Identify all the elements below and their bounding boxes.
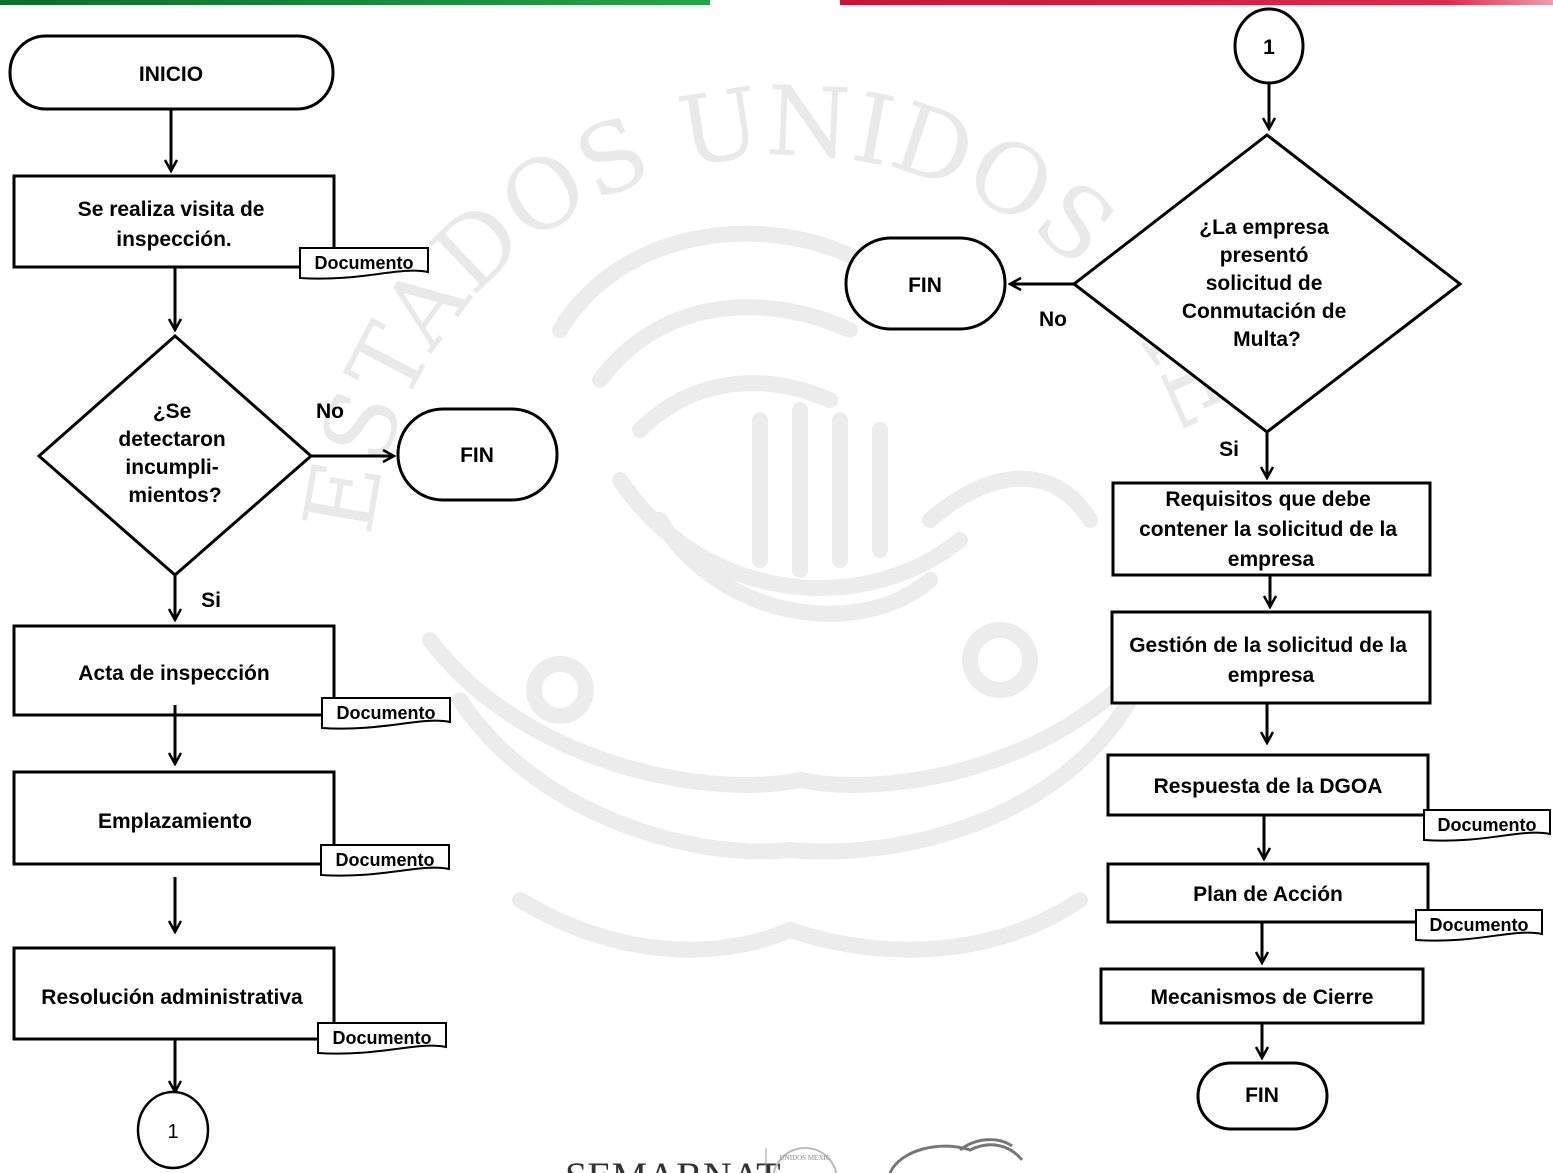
- process-mecanismos-label: Mecanismos de Cierre: [1151, 986, 1374, 1009]
- process-plan-label: Plan de Acción: [1193, 883, 1343, 906]
- left-flow: INICIO Se realiza visita de inspección. …: [8, 34, 559, 1170]
- end-terminator-left: [396, 407, 559, 502]
- end-left-label: FIN: [460, 444, 494, 467]
- process-requisitos-label: Requisitos que debe contener la solicitu…: [1139, 488, 1403, 571]
- no-label-left: No: [316, 400, 344, 423]
- process-emplazamiento-label: Emplazamiento: [98, 810, 252, 833]
- end-terminator-right-top: [844, 236, 1007, 331]
- footer-logos: SEMARNAT UNIDOS MEXIC: [565, 1138, 1024, 1173]
- process-resolucion-label: Resolución administrativa: [41, 986, 303, 1009]
- process-emplazamiento: [12, 770, 336, 866]
- end-terminator-right-bottom: [1196, 1061, 1329, 1131]
- process-mecanismos-cierre: [1099, 967, 1425, 1025]
- process-plan-accion: [1106, 862, 1430, 924]
- process-gestion: [1110, 610, 1432, 705]
- process-visita-inspeccion: [12, 174, 336, 269]
- document-tag-respuesta-label: Documento: [1438, 815, 1537, 835]
- connector-left-label: 1: [167, 1121, 178, 1143]
- no-label-right: No: [1039, 308, 1067, 331]
- connector-right-label: 1: [1263, 36, 1275, 59]
- document-tag-step3: [320, 844, 450, 877]
- end-right-top-label: FIN: [908, 274, 942, 297]
- document-tag-respuesta: [1423, 809, 1551, 842]
- document-tag-plan-label: Documento: [1430, 915, 1529, 935]
- seal-icon: [772, 1147, 838, 1173]
- si-label-left: Si: [201, 589, 221, 612]
- right-flow: 1 ¿La empresa presentó solicitud de Conm…: [844, 7, 1551, 1131]
- document-tag-step1: [299, 247, 429, 280]
- off-page-connector-left: [136, 1090, 210, 1170]
- process-resolucion-administrativa: [12, 946, 336, 1041]
- document-tag-step4-label: Documento: [333, 1028, 432, 1048]
- eagle-logo-icon: [888, 1138, 1024, 1173]
- document-tag-step3-label: Documento: [336, 850, 435, 870]
- start-label: INICIO: [139, 63, 203, 86]
- decision-incumplimientos-label: ¿Se detectaron incumpli- mientos?: [118, 400, 231, 507]
- document-tag-step2: [321, 697, 451, 730]
- semarnat-logo-text: SEMARNAT: [565, 1154, 781, 1173]
- process-gestion-label: Gestión de la solicitud de la empresa: [1129, 634, 1413, 687]
- process-requisitos: [1111, 481, 1432, 577]
- document-tag-plan: [1415, 909, 1543, 942]
- process-respuesta-label: Respuesta de la DGOA: [1154, 775, 1383, 798]
- document-tag-step4: [317, 1022, 447, 1055]
- process-visita-label: Se realiza visita de inspección.: [78, 198, 271, 251]
- document-tag-step2-label: Documento: [337, 703, 436, 723]
- decision-conmutacion-label: ¿La empresa presentó solicitud de Conmut…: [1182, 216, 1352, 351]
- seal-text: UNIDOS MEXIC: [780, 1154, 831, 1162]
- process-respuesta-dgoa: [1106, 753, 1430, 817]
- document-tag-step1-label: Documento: [315, 253, 414, 273]
- end-right-bottom-label: FIN: [1245, 1084, 1279, 1107]
- process-acta-label: Acta de inspección: [78, 662, 269, 685]
- si-label-right: Si: [1219, 438, 1239, 461]
- header-bar-green: [0, 0, 710, 5]
- header-bar-red: [840, 0, 1553, 5]
